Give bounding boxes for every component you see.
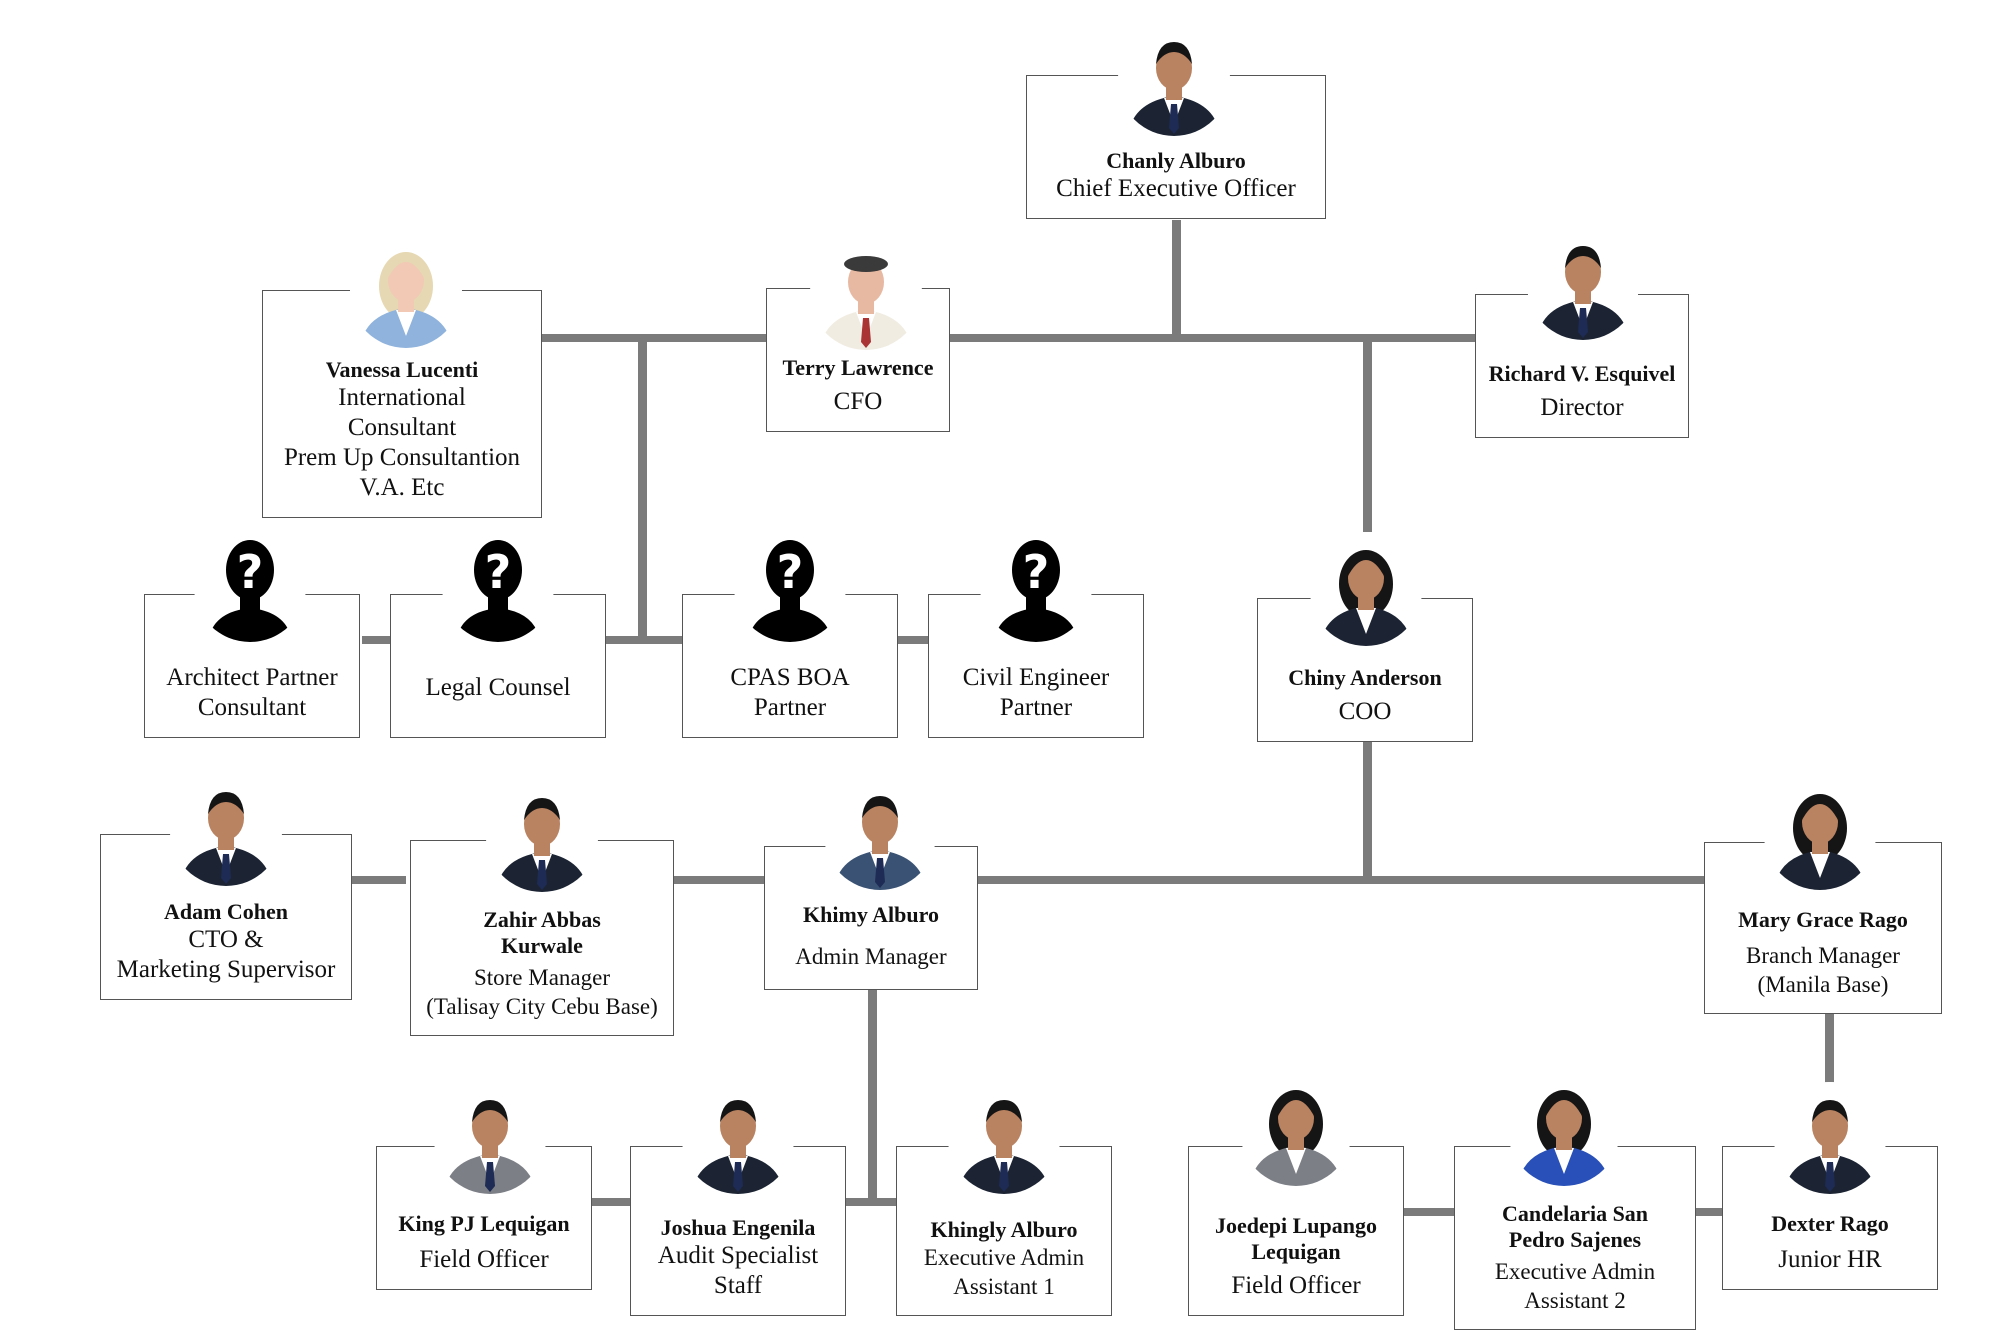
connector-line [674, 876, 764, 884]
person-name: Khingly Alburo [930, 1217, 1078, 1242]
connector-line [542, 334, 1476, 342]
person-role: Consultant [197, 694, 307, 721]
profile-photo [1527, 228, 1639, 340]
person-name: Richard V. Esquivel [1488, 361, 1676, 386]
org-card-audit-specialist: Joshua Engenila Audit Specialist Staff [630, 1146, 846, 1316]
person-role: (Talisay City Cebu Base) [426, 994, 658, 1019]
profile-photo [948, 1082, 1060, 1194]
person-name: Pedro Sajenes [1508, 1227, 1642, 1252]
person-name: Joedepi Lupango [1215, 1213, 1377, 1238]
person-role: Admin Manager [795, 944, 947, 969]
profile-photo [486, 780, 598, 892]
connector-line [604, 636, 684, 644]
person-role: (Manila Base) [1757, 972, 1889, 997]
connector-line [1363, 338, 1372, 532]
person-role: Partner [999, 694, 1073, 721]
person-name: Adam Cohen [163, 899, 289, 924]
connector-line [1172, 220, 1181, 342]
person-role: V.A. Etc [359, 474, 445, 501]
person-role: Chief Executive Officer [1056, 175, 1296, 202]
person-role: Executive Admin [923, 1245, 1085, 1270]
org-card-ceo: Chanly Alburo Chief Executive Officer [1026, 75, 1326, 219]
profile-photo [810, 238, 922, 350]
connector-line [1363, 742, 1372, 882]
person-role: Field Officer [1231, 1272, 1361, 1299]
org-card-executive-admin-2: Candelaria San Pedro Sajenes Executive A… [1454, 1146, 1696, 1330]
person-role: CTO & [188, 926, 264, 953]
profile-photo [350, 236, 462, 348]
person-role: Prem Up Consultantion [283, 444, 521, 471]
profile-photo [434, 1082, 546, 1194]
person-role: Field Officer [419, 1246, 549, 1273]
connector-line [362, 636, 408, 644]
person-name: Lequigan [1251, 1239, 1341, 1264]
svg-text:?: ? [485, 545, 512, 599]
svg-text:?: ? [777, 545, 804, 599]
person-name: Kurwale [501, 933, 583, 958]
person-role: CPAS BOA [730, 664, 850, 691]
person-name: Vanessa Lucenti [325, 357, 479, 382]
person-role: Audit Specialist [657, 1242, 819, 1269]
person-role: Assistant 1 [953, 1274, 1055, 1299]
person-role: Store Manager [473, 965, 611, 990]
person-name: King PJ Lequigan [398, 1211, 570, 1236]
person-name: Joshua Engenila [660, 1215, 816, 1240]
unknown-person-icon: ? [734, 530, 846, 642]
person-role: Executive Admin [1494, 1259, 1656, 1284]
connector-line [898, 636, 928, 644]
person-name: Terry Lawrence [782, 355, 934, 380]
profile-photo [1774, 1082, 1886, 1194]
profile-photo [1310, 534, 1422, 646]
person-name: Candelaria San [1501, 1201, 1649, 1226]
person-role: Director [1540, 394, 1624, 421]
connector-line [844, 1198, 896, 1206]
connector-line [638, 338, 647, 642]
person-role: Consultant [347, 414, 457, 441]
person-name: Zahir Abbas [483, 907, 601, 932]
unknown-person-icon: ? [442, 530, 554, 642]
person-role: Assistant 2 [1524, 1288, 1626, 1313]
person-name: Chiny Anderson [1288, 665, 1442, 690]
profile-photo [1118, 24, 1230, 136]
connector-line [978, 876, 1704, 884]
person-role: Civil Engineer [962, 664, 1110, 691]
person-name: Dexter Rago [1771, 1211, 1889, 1236]
unknown-person-icon: ? [980, 530, 1092, 642]
person-name: Mary Grace Rago [1738, 907, 1908, 932]
profile-photo [682, 1082, 794, 1194]
svg-text:?: ? [237, 545, 264, 599]
person-name: Khimy Alburo [803, 902, 939, 927]
person-role: Legal Counsel [425, 674, 571, 701]
person-role: Partner [753, 694, 827, 721]
connector-line [1694, 1208, 1724, 1216]
connector-line [1402, 1208, 1456, 1216]
org-card-legal: Legal Counsel [390, 594, 606, 738]
person-role: COO [1338, 698, 1392, 725]
person-role: CFO [833, 388, 883, 415]
person-name: Chanly Alburo [1106, 148, 1246, 173]
profile-photo [1240, 1074, 1352, 1186]
connector-line [868, 990, 877, 1204]
org-card-store-manager: Zahir Abbas Kurwale Store Manager (Talis… [410, 840, 674, 1036]
org-card-admin-manager: Khimy Alburo Admin Manager [764, 846, 978, 990]
unknown-person-icon: ? [194, 530, 306, 642]
connector-line [1825, 1014, 1834, 1088]
connector-line [352, 876, 406, 884]
person-role: Junior HR [1778, 1246, 1882, 1273]
profile-photo [170, 774, 282, 886]
person-role: Staff [713, 1272, 763, 1299]
person-role: Architect Partner [166, 664, 338, 691]
profile-photo [1508, 1074, 1620, 1186]
person-role: Marketing Supervisor [116, 956, 336, 983]
profile-photo [1764, 778, 1876, 890]
org-card-director: Richard V. Esquivel Director [1475, 294, 1689, 438]
person-role: International [338, 384, 466, 411]
profile-photo [824, 778, 936, 890]
svg-text:?: ? [1023, 545, 1050, 599]
connector-line [590, 1198, 630, 1206]
person-role: Branch Manager [1746, 943, 1900, 968]
